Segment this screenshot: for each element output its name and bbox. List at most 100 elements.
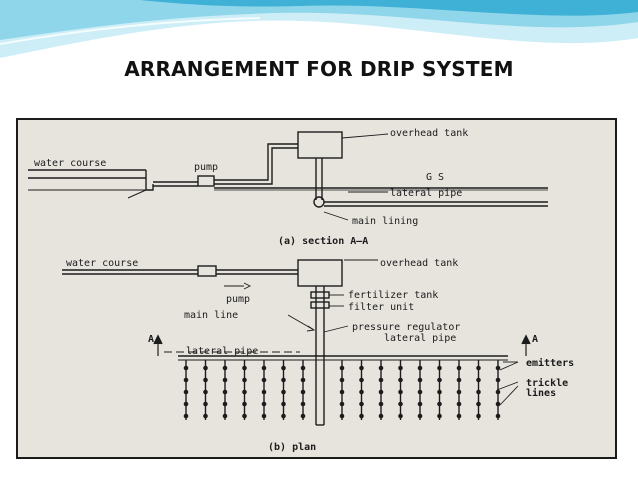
emitter-dot: [378, 413, 384, 419]
label-pump-b: pump: [226, 294, 250, 305]
emitter-dot: [339, 413, 345, 419]
plan-view: [62, 259, 531, 426]
leader-trickle-lines: [496, 381, 519, 391]
emitter-dot: [398, 401, 403, 407]
pump-box-plan: [197, 265, 217, 277]
emitter-dot: [476, 377, 481, 383]
emitter-dot: [476, 365, 481, 371]
emitter-dot: [242, 401, 247, 407]
emitter-dot: [183, 377, 189, 383]
emitter-dot: [281, 365, 286, 371]
emitter-dot: [281, 389, 286, 395]
emitter-dot: [437, 365, 442, 371]
emitter-dot: [437, 413, 442, 419]
emitter-dot: [222, 365, 228, 371]
water-course-wall: [145, 170, 154, 191]
label-water-course-a: water course: [34, 158, 106, 169]
emitter-dot: [183, 401, 189, 407]
emitter-dot: [378, 401, 384, 407]
overhead-tank-plan: [297, 259, 343, 287]
emitter-dot: [242, 413, 247, 419]
emitter-dot: [378, 389, 384, 395]
emitter-dot: [261, 365, 267, 371]
emitter-dot: [437, 377, 442, 383]
fertilizer-tank-block: [310, 291, 330, 299]
emitter-dot: [281, 413, 286, 419]
emitter-dot: [242, 365, 247, 371]
caption-section: (a) section A—A: [278, 235, 368, 247]
emitter-dot: [300, 389, 306, 395]
emitter-dot: [495, 401, 501, 407]
label-gs: G S: [426, 172, 444, 183]
label-emitters: emitters: [526, 357, 574, 369]
emitter-dot: [339, 401, 345, 407]
emitter-dot: [456, 413, 462, 419]
emitter-dot: [183, 413, 189, 419]
emitter-dot: [203, 377, 208, 383]
label-overhead-tank-a: overhead tank: [390, 128, 468, 139]
emitter-dot: [495, 377, 501, 383]
emitter-dot: [261, 389, 267, 395]
emitter-dot: [398, 365, 403, 371]
emitter-dot: [339, 389, 345, 395]
slide-title: ARRANGEMENT FOR DRIP SYSTEM: [124, 57, 514, 81]
label-lateral-pipe-right: lateral pipe: [384, 333, 456, 344]
emitter-dot: [359, 377, 364, 383]
emitter-dot: [300, 365, 306, 371]
main-lining-junction: [313, 196, 325, 208]
emitter-dot: [339, 365, 345, 371]
emitter-dot: [398, 389, 403, 395]
label-overhead-tank-b: overhead tank: [380, 258, 458, 269]
label-water-course-b: water course: [66, 258, 138, 269]
label-main-line: main line: [184, 310, 238, 321]
drip-system-figure: water course pump overhead tank G S late…: [16, 118, 617, 459]
delivery-pipe-section: [214, 143, 298, 181]
emitter-dot: [476, 413, 481, 419]
label-main-lining: main lining: [352, 216, 418, 227]
filter-unit-block: [310, 301, 330, 309]
emitter-dot: [359, 365, 364, 371]
emitter-dot: [495, 389, 501, 395]
emitter-dot: [437, 401, 442, 407]
leader-main-lining: [323, 211, 349, 221]
emitter-dot: [476, 389, 481, 395]
drip-system-diagram: water course pump overhead tank G S late…: [28, 128, 574, 453]
label-section-a-right: A: [532, 334, 538, 345]
emitter-dot: [281, 401, 286, 407]
label-trickle: trickle: [526, 377, 568, 389]
emitter-dot: [417, 401, 423, 407]
emitter-dot: [203, 401, 208, 407]
emitter-dot: [359, 401, 364, 407]
emitter-dot: [300, 401, 306, 407]
emitter-dot: [183, 389, 189, 395]
emitter-dot: [261, 413, 267, 419]
label-fertilizer-tank: fertilizer tank: [348, 290, 438, 301]
emitter-dot: [437, 389, 442, 395]
header-swoosh: [0, 0, 638, 58]
label-section-a-left: A: [148, 334, 154, 345]
section-view: [28, 131, 548, 221]
emitter-dot: [495, 365, 501, 371]
label-lateral-pipe-a: lateral pipe: [390, 188, 462, 199]
emitter-dot: [417, 377, 423, 383]
emitter-dot: [222, 389, 228, 395]
emitter-dot: [222, 377, 228, 383]
emitter-dot: [398, 413, 403, 419]
emitter-dot: [476, 401, 481, 407]
emitter-dot: [456, 401, 462, 407]
emitter-dot: [359, 413, 364, 419]
emitter-dot: [456, 377, 462, 383]
emitter-dot: [261, 377, 267, 383]
trickle-lines-group: [183, 360, 501, 420]
label-pump-a: pump: [194, 162, 218, 173]
emitter-dot: [495, 413, 501, 419]
emitter-dot: [242, 389, 247, 395]
label-filter-unit: filter unit: [348, 302, 414, 313]
emitter-dot: [339, 377, 345, 383]
emitter-dot: [183, 365, 189, 371]
emitter-dot: [417, 389, 423, 395]
label-lateral-pipe-left: lateral pipe: [186, 346, 258, 357]
pump-box-section: [197, 175, 215, 187]
label-lines: lines: [526, 387, 556, 399]
emitter-dot: [456, 389, 462, 395]
